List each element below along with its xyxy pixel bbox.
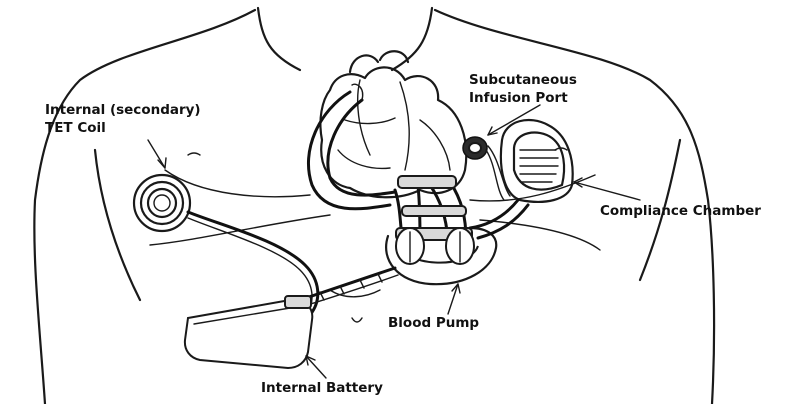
infusion-port-label-line2: Infusion Port [469,90,568,106]
tet-coil-label-line2: TET Coil [45,120,106,136]
compliance-chamber-label: Compliance Chamber [600,203,761,219]
tet-coil-label-line1: Internal (secondary) [45,102,201,118]
tet-coil-arrow [148,140,165,168]
infusion-port-label-line1: Subcutaneous [469,72,577,88]
infusion-port [463,137,510,200]
blood-pump-label: Blood Pump [388,315,479,331]
internal-battery [185,296,312,368]
blood-pump-arrow [448,284,458,314]
internal-battery-label: Internal Battery [261,380,383,396]
compliance-chamber-arrow [574,182,640,200]
battery-arrow [306,356,326,378]
